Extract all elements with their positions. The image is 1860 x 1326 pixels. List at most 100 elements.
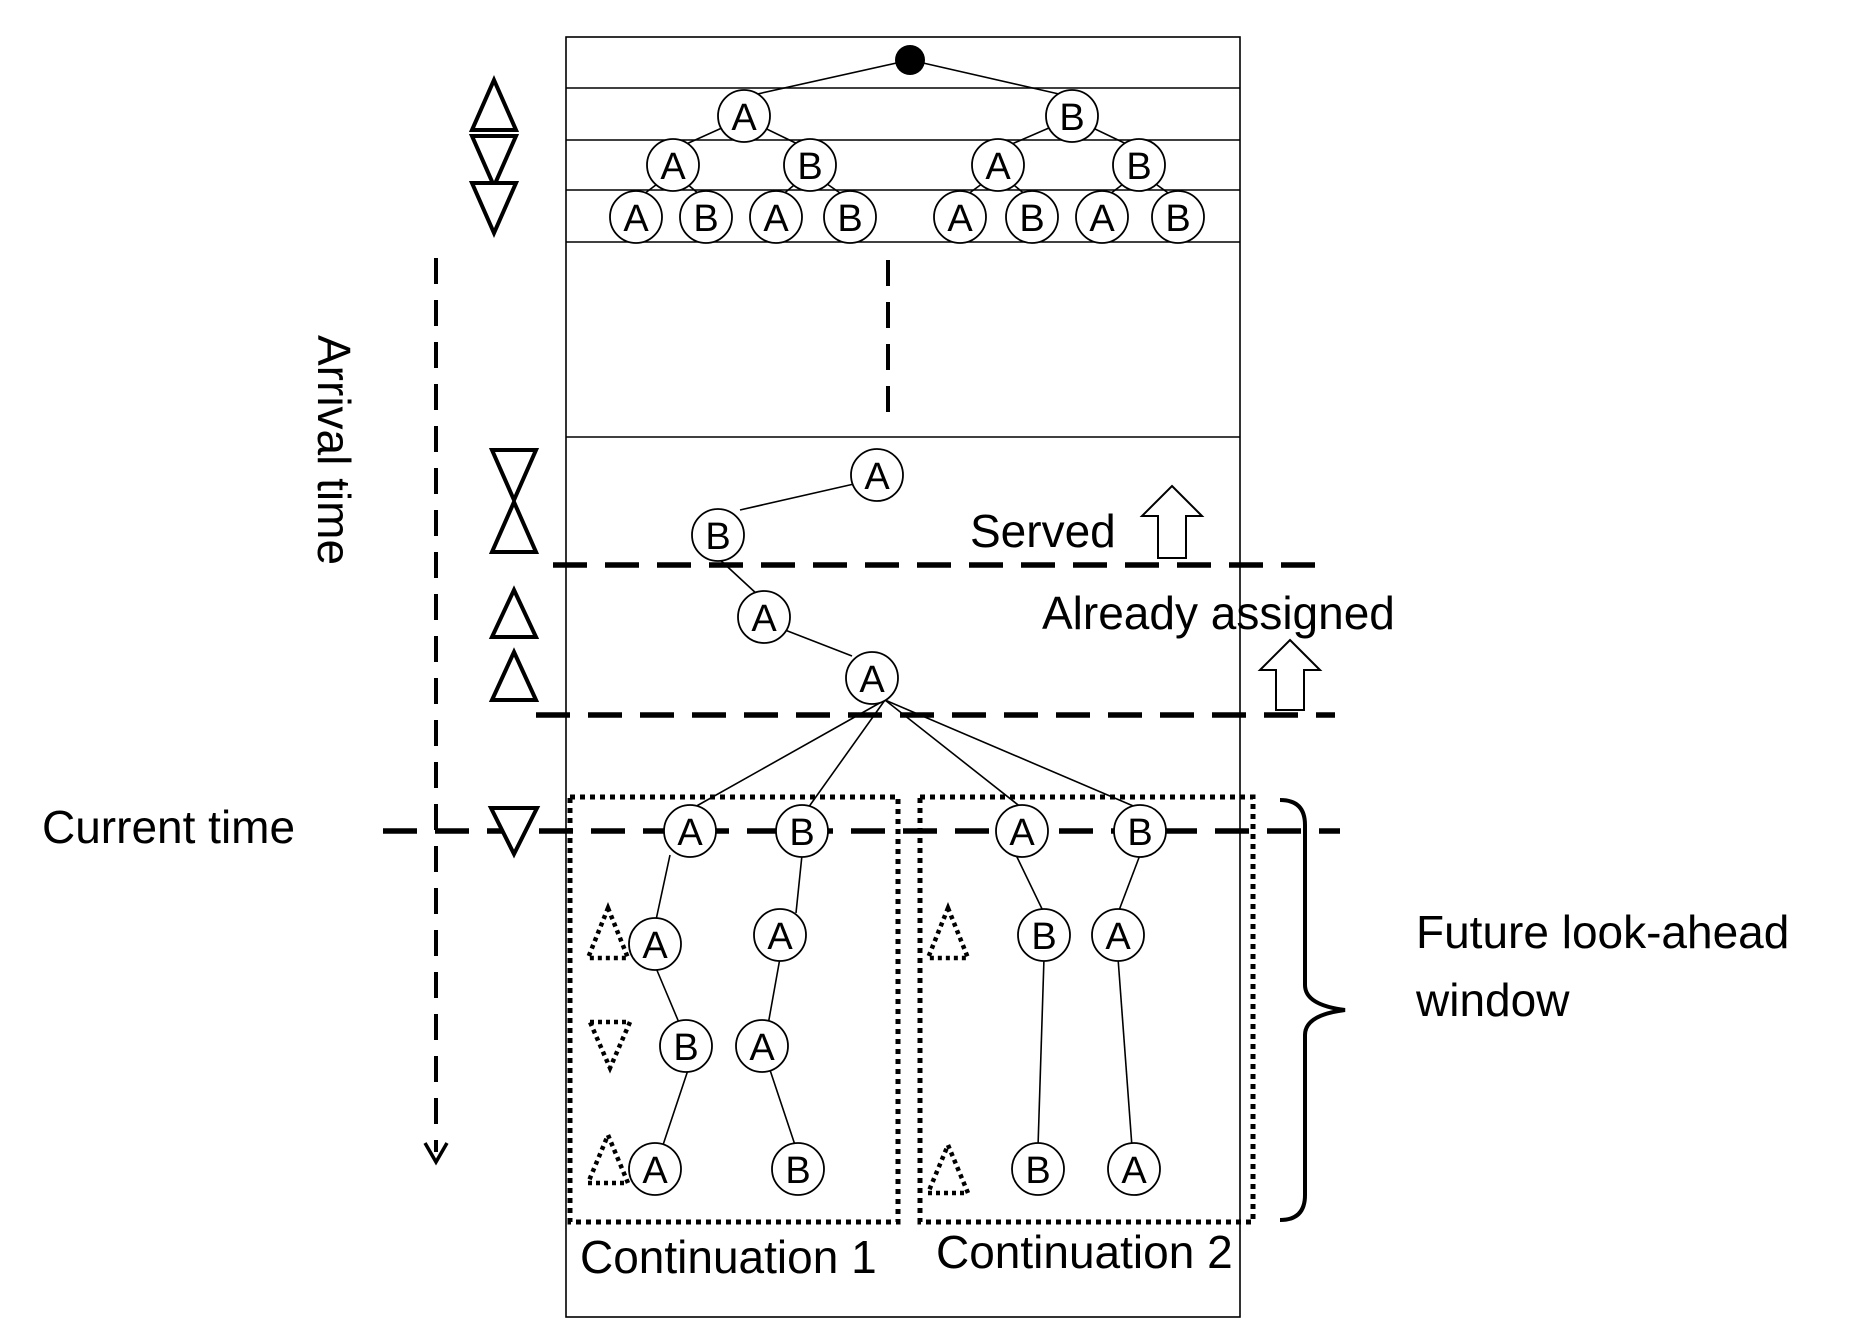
timeline-frame xyxy=(565,36,1241,1318)
continuation-2-nodes: A B B B A A xyxy=(995,804,1167,1196)
continuation-edges xyxy=(655,854,1141,1149)
tree-node: A xyxy=(609,190,663,244)
svg-text:B: B xyxy=(693,198,718,240)
arrival-time-label: Arrival time xyxy=(308,335,360,565)
triangle-down-icon xyxy=(468,181,520,238)
svg-text:A: A xyxy=(859,659,885,701)
tree-node: B xyxy=(1005,190,1059,244)
continuation-1-box xyxy=(567,794,901,1225)
continuation-1-label: Continuation 1 xyxy=(580,1231,877,1283)
svg-text:A: A xyxy=(751,598,777,640)
path-node: A xyxy=(737,590,791,644)
svg-text:B: B xyxy=(1165,198,1190,240)
svg-text:A: A xyxy=(642,1150,668,1192)
svg-text:B: B xyxy=(1025,1150,1050,1192)
svg-text:A: A xyxy=(1105,916,1131,958)
tree-node: B xyxy=(1045,89,1099,143)
continuation-2-label: Continuation 2 xyxy=(936,1226,1233,1278)
path-node: B xyxy=(691,508,745,562)
continuation-2-box xyxy=(917,794,1256,1225)
dotted-triangle-up-icon xyxy=(584,1129,632,1186)
svg-text:B: B xyxy=(797,146,822,188)
tree-level3: A B A B A B A B xyxy=(609,190,1205,244)
path-node: A xyxy=(845,651,899,705)
svg-text:B: B xyxy=(705,516,730,558)
continuation-node: B xyxy=(1011,1142,1065,1196)
svg-text:A: A xyxy=(1009,812,1035,854)
svg-text:B: B xyxy=(673,1027,698,1069)
tree-node: B xyxy=(783,138,837,192)
triangle-down-icon xyxy=(487,806,541,859)
continuation-node: A xyxy=(753,908,807,962)
svg-text:A: A xyxy=(1089,198,1115,240)
already-assigned-label: Already assigned xyxy=(1042,587,1395,639)
continuation-node: B xyxy=(771,1142,825,1196)
dotted-triangle-up-icon xyxy=(924,1139,972,1196)
svg-text:B: B xyxy=(837,198,862,240)
continuation-node: A xyxy=(735,1019,789,1073)
continuation-node: A xyxy=(628,917,682,971)
tree-edges xyxy=(635,59,1179,201)
path-nodes: A B A A xyxy=(691,448,904,705)
svg-text:B: B xyxy=(1126,146,1151,188)
future-window-label-line2: window xyxy=(1415,974,1570,1026)
svg-text:A: A xyxy=(1121,1150,1147,1192)
served-label: Served xyxy=(970,505,1116,557)
svg-text:A: A xyxy=(731,97,757,139)
svg-text:A: A xyxy=(947,198,973,240)
triangle-up-icon xyxy=(488,647,540,702)
svg-text:A: A xyxy=(763,198,789,240)
svg-text:A: A xyxy=(623,198,649,240)
tree-node: A xyxy=(1075,190,1129,244)
continuation-node: B xyxy=(659,1019,713,1073)
tree-node: B xyxy=(1112,138,1166,192)
svg-text:B: B xyxy=(785,1150,810,1192)
triangle-down-icon xyxy=(488,448,540,505)
served-up-arrow-icon xyxy=(1139,484,1205,559)
triangle-up-icon xyxy=(468,75,520,132)
tree-level2: A B A B xyxy=(646,138,1166,192)
continuation-node: A xyxy=(1107,1142,1161,1196)
svg-text:B: B xyxy=(1031,916,1056,958)
tree-node: A xyxy=(717,89,771,143)
svg-text:A: A xyxy=(985,146,1011,188)
triangle-down-icon xyxy=(468,134,520,191)
svg-text:B: B xyxy=(1019,198,1044,240)
dotted-triangle-up-icon xyxy=(924,901,972,961)
arrival-time-arrowhead xyxy=(423,1142,449,1166)
tree-root-node xyxy=(895,45,925,75)
continuation-node: A xyxy=(628,1142,682,1196)
assigned-up-arrow-icon xyxy=(1257,638,1323,711)
tree-node: A xyxy=(749,190,803,244)
continuation-node: A xyxy=(663,804,717,858)
svg-text:B: B xyxy=(1127,812,1152,854)
svg-text:B: B xyxy=(1059,97,1084,139)
future-window-brace xyxy=(1279,798,1346,1222)
continuation-node: B xyxy=(1113,804,1167,858)
svg-text:A: A xyxy=(749,1027,775,1069)
tree-node: B xyxy=(823,190,877,244)
path-node: A xyxy=(850,448,904,502)
continuation-node: A xyxy=(1091,908,1145,962)
svg-text:B: B xyxy=(789,812,814,854)
path-edges xyxy=(692,483,1139,809)
continuation-node: B xyxy=(1017,908,1071,962)
continuation-node: A xyxy=(995,804,1049,858)
dotted-triangle-down-icon xyxy=(586,1019,634,1074)
tree-node: A xyxy=(971,138,1025,192)
triangle-up-icon xyxy=(488,497,540,554)
future-window-label-line1: Future look-ahead xyxy=(1416,906,1789,958)
tree-node: B xyxy=(1151,190,1205,244)
tree-node: A xyxy=(646,138,700,192)
tree-level1: A B xyxy=(717,89,1099,143)
svg-text:A: A xyxy=(767,916,793,958)
svg-text:A: A xyxy=(642,925,668,967)
svg-text:A: A xyxy=(677,812,703,854)
svg-text:A: A xyxy=(864,456,890,498)
tree-node: B xyxy=(679,190,733,244)
svg-text:A: A xyxy=(660,146,686,188)
dotted-triangle-up-icon xyxy=(584,901,632,961)
continuation-1-nodes: A A B A B A A B xyxy=(628,804,829,1196)
continuation-node: B xyxy=(775,804,829,858)
